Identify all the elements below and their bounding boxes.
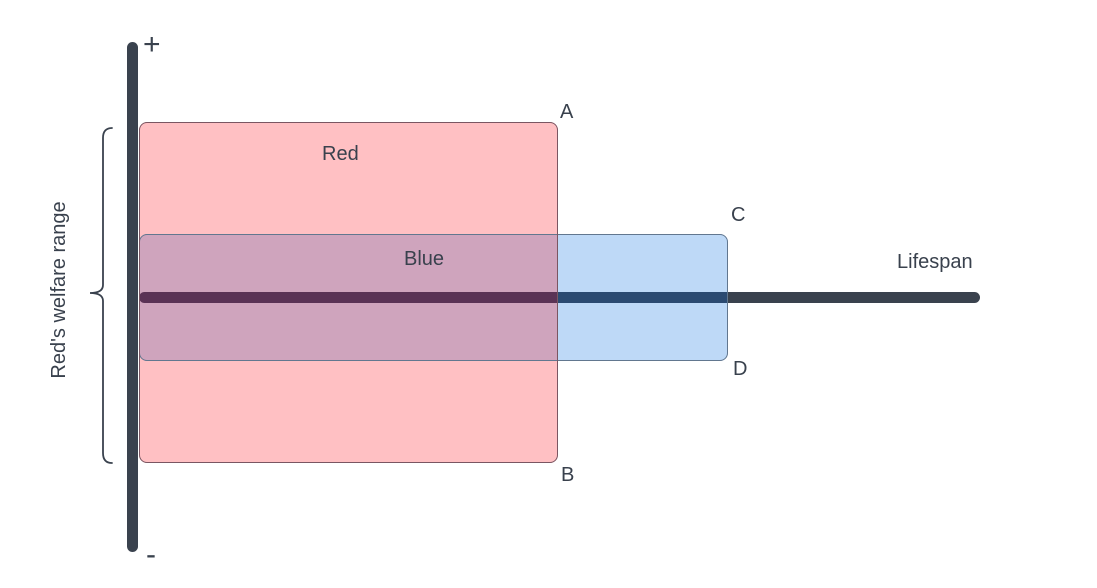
- x-axis-label: Lifespan: [897, 251, 973, 273]
- corner-label-b: B: [561, 464, 575, 486]
- blue-rectangle-label: Blue: [404, 248, 445, 270]
- red-rectangle-label: Red: [322, 143, 359, 165]
- brace-label: Red's welfare range: [48, 201, 70, 379]
- corner-label-d: D: [733, 358, 748, 380]
- x-axis-plain-segment: [727, 292, 980, 303]
- x-axis-blue-segment: [557, 292, 727, 303]
- y-axis-positive-label: +: [143, 28, 161, 61]
- red-rectangle-outline: [139, 122, 558, 463]
- x-axis-overlap-segment: [139, 292, 557, 303]
- corner-label-a: A: [560, 101, 574, 123]
- corner-label-c: C: [731, 204, 746, 226]
- x-axis-line: [139, 292, 980, 303]
- y-axis-line: [127, 42, 138, 552]
- brace: [89, 127, 113, 464]
- y-axis-negative-label: -: [146, 538, 156, 571]
